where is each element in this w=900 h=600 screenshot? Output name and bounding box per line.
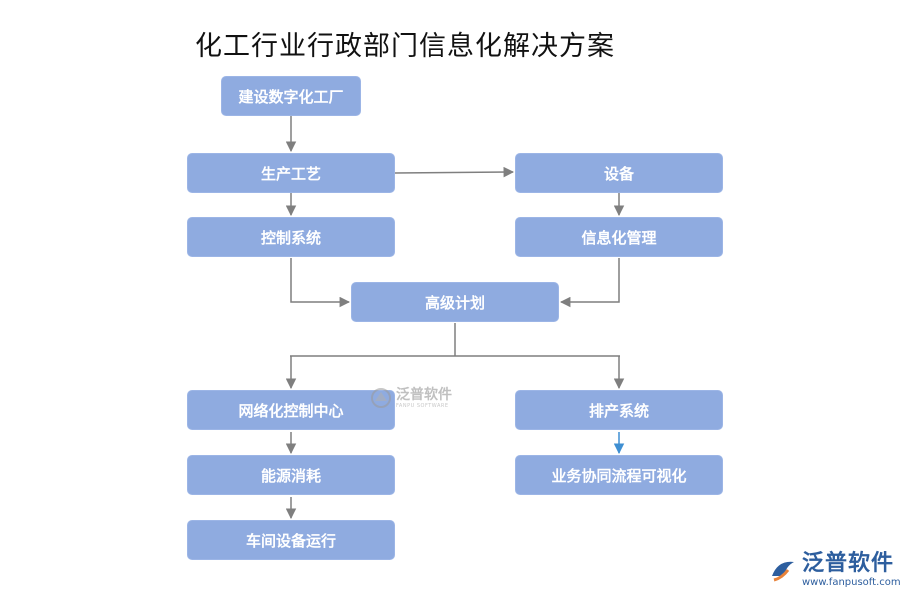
watermark-brand-cn: 泛普软件 (396, 386, 452, 403)
node-energy-consumption: 能源消耗 (187, 455, 395, 495)
arrow-control-to-planning (290, 258, 351, 308)
node-network-control-center: 网络化控制中心 (187, 390, 395, 430)
node-advanced-planning: 高级计划 (351, 282, 559, 322)
brand-logo-icon (772, 561, 794, 581)
node-equipment: 设备 (515, 153, 723, 193)
logo-brand-cn: 泛普软件 (802, 551, 895, 576)
arrow-process-to-equipment (394, 166, 515, 178)
watermark-brand-en: FANPU SOFTWARE (396, 402, 449, 409)
node-control-system: 控制系统 (187, 217, 395, 257)
node-information-management: 信息化管理 (515, 217, 723, 257)
watermark: 泛普软件 FANPU SOFTWARE (370, 387, 452, 409)
node-production-process: 生产工艺 (187, 153, 395, 193)
logo-url: www.fanpusoft.com (802, 577, 900, 588)
brand-mark-icon (371, 388, 391, 408)
brand-logo: 泛普软件 www.fanpusoft.com (768, 553, 900, 588)
node-scheduling-system: 排产系统 (515, 390, 723, 430)
node-workshop-equipment-operation: 车间设备运行 (187, 520, 395, 560)
node-business-workflow-visualization: 业务协同流程可视化 (515, 455, 723, 495)
arrow-info-to-planning (559, 258, 620, 308)
node-build-digital-factory: 建设数字化工厂 (221, 76, 361, 116)
page-title: 化工行业行政部门信息化解决方案 (195, 31, 615, 62)
